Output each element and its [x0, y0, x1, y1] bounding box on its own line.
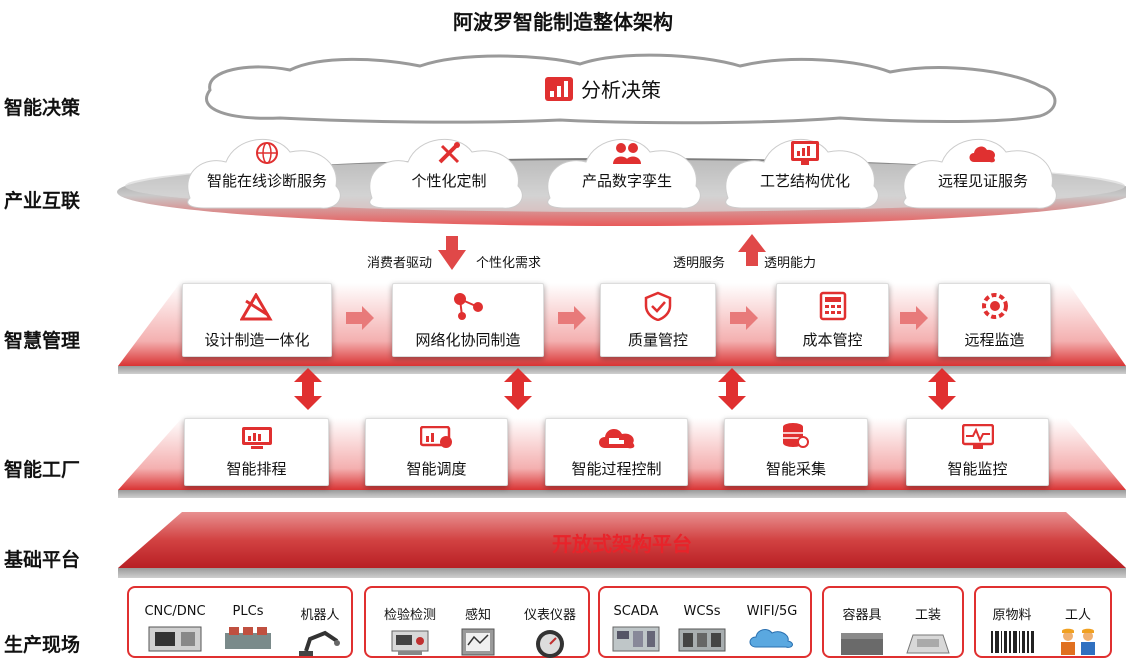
layer-label-industry: 产业互联	[4, 190, 81, 212]
scada-panel-icon	[612, 626, 660, 652]
globe-icon	[256, 142, 278, 164]
ruler-icon	[240, 293, 273, 321]
field-item-fixtures: 工装	[896, 604, 960, 657]
layer-label-field: 生产现场	[4, 634, 81, 656]
industry-item-diagnosis: 智能在线诊断服务	[192, 140, 342, 191]
field-item-wifi-5g: WIFI/5G	[736, 604, 808, 651]
share-network-icon	[454, 293, 483, 320]
management-card-remote: 远程监造	[938, 283, 1051, 357]
monitor-pulse-icon	[961, 424, 994, 449]
fixture-icon	[906, 634, 950, 654]
container-box-icon	[841, 633, 883, 655]
tools-icon	[438, 142, 460, 164]
decision-node: 分析决策	[545, 74, 661, 103]
inspection-device-icon	[391, 630, 429, 655]
flow-label-service: 透明服务	[673, 256, 726, 271]
field-item-containers: 容器具	[830, 604, 894, 657]
database-search-icon	[783, 423, 809, 448]
factory-card-process-control: 智能过程控制	[545, 418, 688, 486]
base-platform-band	[118, 512, 1126, 568]
industry-item-remote-witness: 远程见证服务	[908, 140, 1058, 191]
field-item-cnc: CNC/DNC	[135, 604, 215, 653]
bar-chart-icon	[545, 76, 573, 101]
management-card-quality: 质量管控	[600, 283, 716, 357]
factory-card-collection: 智能采集	[724, 418, 868, 486]
field-item-robot: 机器人	[290, 604, 350, 657]
plc-icon	[225, 627, 271, 649]
base-platform-label: 开放式架构平台	[552, 532, 692, 556]
factory-card-monitoring: 智能监控	[906, 418, 1049, 486]
double-arrows	[294, 368, 956, 410]
screen-analytics-icon	[419, 426, 452, 448]
management-card-cost: 成本管控	[776, 283, 889, 357]
decision-label: 分析决策	[581, 78, 661, 102]
field-item-inspection: 检验检测	[372, 604, 448, 657]
cnc-machine-icon	[148, 626, 202, 652]
layer-label-decision: 智能决策	[4, 97, 81, 119]
field-item-sensing: 感知	[450, 604, 506, 657]
field-item-plcs: PLCs	[218, 604, 278, 653]
warehouse-system-icon	[678, 628, 726, 652]
management-card-design: 设计制造一体化	[182, 283, 332, 357]
field-item-wcss: WCSs	[672, 604, 732, 653]
factory-card-dispatch: 智能调度	[365, 418, 508, 486]
management-card-network: 网络化协同制造	[392, 283, 544, 357]
sensor-icon	[461, 628, 495, 656]
field-item-instruments: 仪表仪器	[512, 604, 588, 659]
layer-label-factory: 智能工厂	[4, 459, 81, 481]
flow-label-capability: 透明能力	[764, 256, 817, 271]
gear-icon	[981, 293, 1008, 319]
cloud-truck-icon	[598, 428, 634, 449]
network-cloud-icon	[749, 629, 793, 648]
calculator-icon	[819, 291, 846, 321]
field-item-scada: SCADA	[604, 604, 668, 653]
factory-card-scheduling: 智能排程	[184, 418, 329, 486]
decision-cloud-shape	[205, 53, 1057, 125]
workers-icon	[1061, 628, 1095, 655]
robot-arm-icon	[299, 630, 340, 656]
gauge-icon	[536, 630, 564, 658]
flow-label-demand: 个性化需求	[476, 256, 542, 271]
industry-cloud-shapes	[187, 138, 1057, 209]
layer-label-base: 基础平台	[4, 549, 81, 571]
layer-label-management: 智慧管理	[4, 330, 81, 352]
barcode-icon	[991, 631, 1034, 653]
shield-check-icon	[644, 291, 672, 321]
up-arrow-icon	[738, 234, 766, 266]
cloud-icon	[969, 146, 996, 163]
page-title: 阿波罗智能制造整体架构	[453, 10, 673, 34]
field-item-workers: 工人	[1046, 604, 1110, 657]
industry-item-customization: 个性化定制	[374, 140, 524, 191]
dashboard-icon	[791, 141, 819, 165]
monitor-chart-icon	[241, 427, 272, 449]
field-item-raw-materials: 原物料	[980, 604, 1044, 657]
management-flow-arrows	[346, 306, 928, 330]
industry-item-digital-twin: 产品数字孪生	[552, 140, 702, 191]
flow-label-consumer: 消费者驱动	[367, 256, 433, 271]
industry-item-process-optimization: 工艺结构优化	[730, 140, 880, 191]
down-arrow-icon	[438, 236, 466, 270]
people-icon	[613, 143, 641, 164]
